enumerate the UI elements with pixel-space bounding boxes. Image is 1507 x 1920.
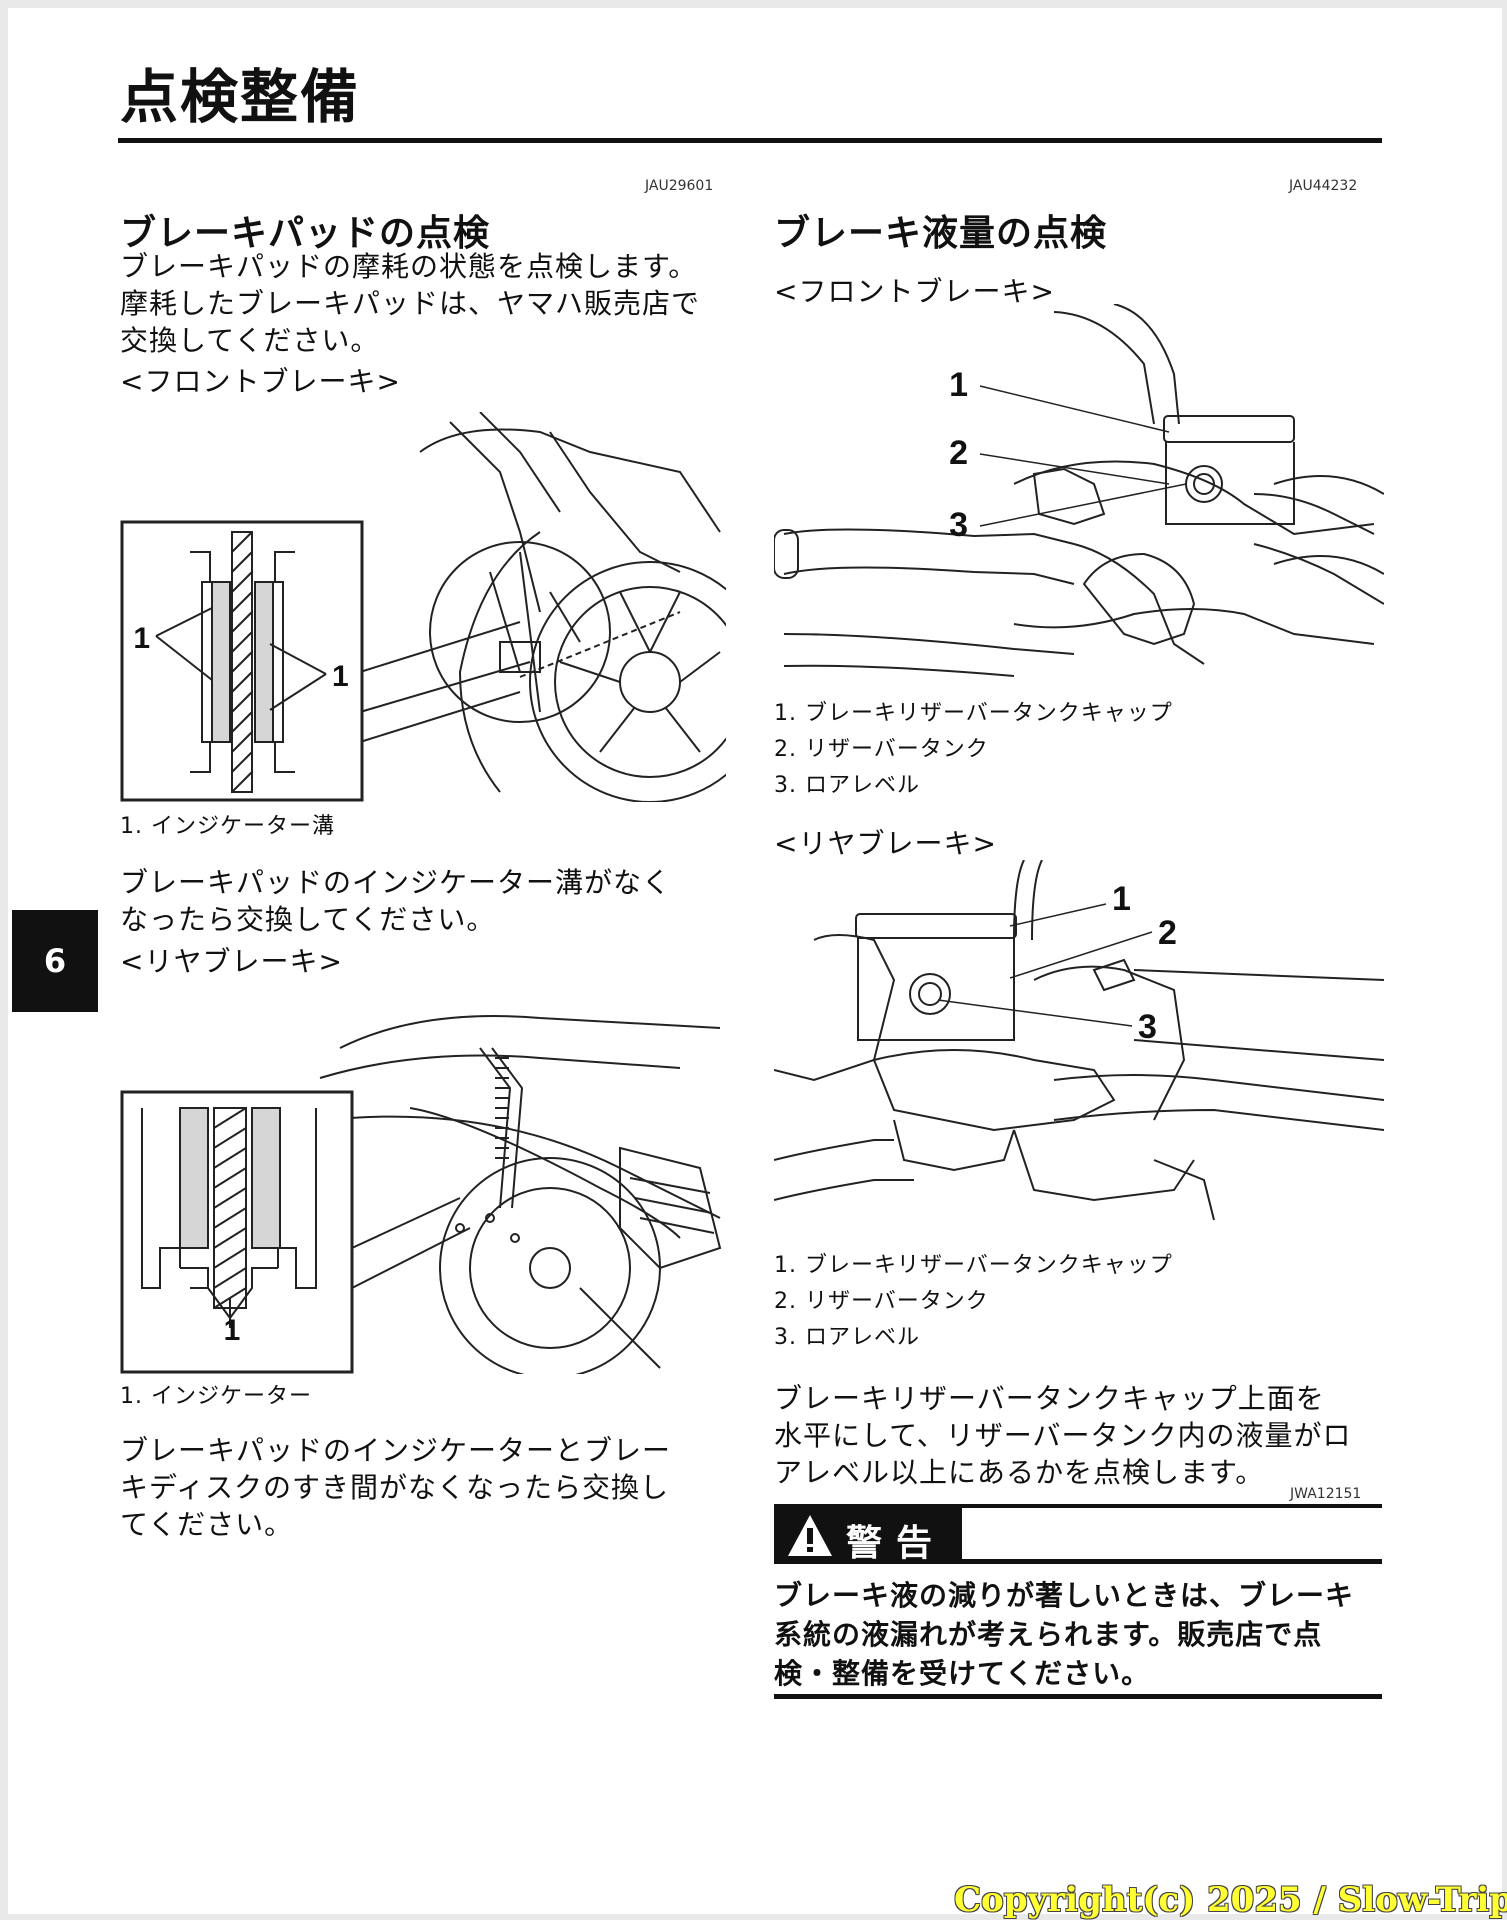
warning-triangle-icon xyxy=(788,1515,832,1556)
rear-pad-line: てください。 xyxy=(120,1508,294,1541)
warning-line: ブレーキ液の減りが著しいときは、ブレーキ xyxy=(774,1579,1355,1612)
rear-reservoir-captions: 1. ブレーキリザーバータンクキャップ 2. リザーバータンク 3. ロアレベル xyxy=(774,1248,1173,1356)
title-rule xyxy=(118,138,1382,143)
front-brake-pad-illustration: 1 1 xyxy=(120,412,726,802)
callout-1-right: 1 xyxy=(332,660,349,693)
front-brake-label-left: <フロントブレーキ> xyxy=(120,365,401,398)
warning-line: 系統の液漏れが考えられます。販売店で点 xyxy=(774,1618,1323,1651)
front-brake-label-right: <フロントブレーキ> xyxy=(774,275,1055,308)
caption-item: 2. リザーバータンク xyxy=(774,1289,989,1314)
caption-item: 3. ロアレベル xyxy=(774,773,920,798)
rear-brake-label-right: <リヤブレーキ> xyxy=(774,827,997,860)
warning-line: 検・整備を受けてください。 xyxy=(774,1657,1151,1690)
rear-reservoir-illustration: 1 2 3 xyxy=(774,860,1384,1240)
heading-brake-fluid: ブレーキ液量の点検 xyxy=(774,213,1108,254)
callout-1-rear-reservoir: 1 xyxy=(1112,880,1131,918)
warning-text: ブレーキ液の減りが著しいときは、ブレーキ 系統の液漏れが考えられます。販売店で点… xyxy=(774,1576,1384,1693)
fluid-check-text: ブレーキリザーバータンクキャップ上面を 水平にして、リザーバータンク内の液量がロ… xyxy=(774,1380,1351,1491)
front-pad-line: ブレーキパッドのインジケーター溝がなく xyxy=(120,866,672,899)
rear-brake-pad-illustration: 1 xyxy=(120,988,726,1374)
intro-line: 交換してください。 xyxy=(120,324,380,357)
caption-item: 2. リザーバータンク xyxy=(774,737,989,762)
chapter-tab: 6 xyxy=(12,910,98,1012)
rear-pad-caption: 1. インジケーター xyxy=(120,1384,312,1409)
warning-badge: 警告 xyxy=(774,1508,962,1564)
callout-1-front-reservoir: 1 xyxy=(949,366,968,404)
warning-label: 警告 xyxy=(846,1523,947,1564)
fluid-check-line: ブレーキリザーバータンクキャップ上面を xyxy=(774,1382,1325,1415)
rear-pad-line: キディスクのすき間がなくなったら交換し xyxy=(120,1471,670,1504)
page-title: 点検整備 xyxy=(120,63,361,131)
rear-pad-text: ブレーキパッドのインジケーターとブレー キディスクのすき間がなくなったら交換し … xyxy=(120,1432,671,1543)
callout-3-front-reservoir: 3 xyxy=(949,506,968,544)
fluid-check-line: アレベル以上にあるかを点検します。 xyxy=(774,1456,1265,1489)
section-code-right: JAU44232 xyxy=(1289,178,1358,194)
callout-3-rear-reservoir: 3 xyxy=(1138,1008,1157,1046)
intro-paragraph: ブレーキパッドの摩耗の状態を点検します。 摩耗したブレーキパッドは、ヤマハ販売店… xyxy=(120,248,700,359)
rear-pad-line: ブレーキパッドのインジケーターとブレー xyxy=(120,1434,672,1467)
callout-2-front-reservoir: 2 xyxy=(949,434,968,472)
warning-top-rule xyxy=(774,1504,1382,1508)
callout-2-rear-reservoir: 2 xyxy=(1158,914,1177,952)
rear-brake-label-left: <リヤブレーキ> xyxy=(120,945,343,978)
front-pad-line: なったら交換してください。 xyxy=(120,903,496,936)
front-pad-text: ブレーキパッドのインジケーター溝がなく なったら交換してください。 xyxy=(120,864,671,938)
caption-item: 1. ブレーキリザーバータンクキャップ xyxy=(774,701,1173,726)
section-code-left: JAU29601 xyxy=(645,178,714,194)
intro-line: 摩耗したブレーキパッドは、ヤマハ販売店で xyxy=(120,287,701,320)
warning-bottom-rule xyxy=(774,1694,1382,1699)
heading-brake-pad: ブレーキパッドの点検 xyxy=(120,213,491,254)
front-pad-caption: 1. インジケーター溝 xyxy=(120,814,335,839)
warning-code: JWA12151 xyxy=(1290,1486,1362,1502)
callout-1-rear: 1 xyxy=(224,1314,241,1347)
caption-item: 3. ロアレベル xyxy=(774,1325,920,1350)
manual-page: 点検整備 6 JAU29601 ブレーキパッドの点検 ブレーキパッドの摩耗の状態… xyxy=(8,8,1502,1914)
fluid-check-line: 水平にして、リザーバータンク内の液量がロ xyxy=(774,1419,1352,1452)
front-reservoir-illustration: 1 2 3 xyxy=(774,304,1384,684)
intro-line: ブレーキパッドの摩耗の状態を点検します。 xyxy=(120,250,698,283)
caption-item: 1. ブレーキリザーバータンクキャップ xyxy=(774,1253,1173,1278)
warning-header-rule xyxy=(962,1559,1382,1564)
front-reservoir-captions: 1. ブレーキリザーバータンクキャップ 2. リザーバータンク 3. ロアレベル xyxy=(774,696,1173,804)
copyright-watermark: Copyright(c) 2025 / Slow-Trip xyxy=(954,1880,1507,1920)
callout-1-left: 1 xyxy=(133,622,150,655)
